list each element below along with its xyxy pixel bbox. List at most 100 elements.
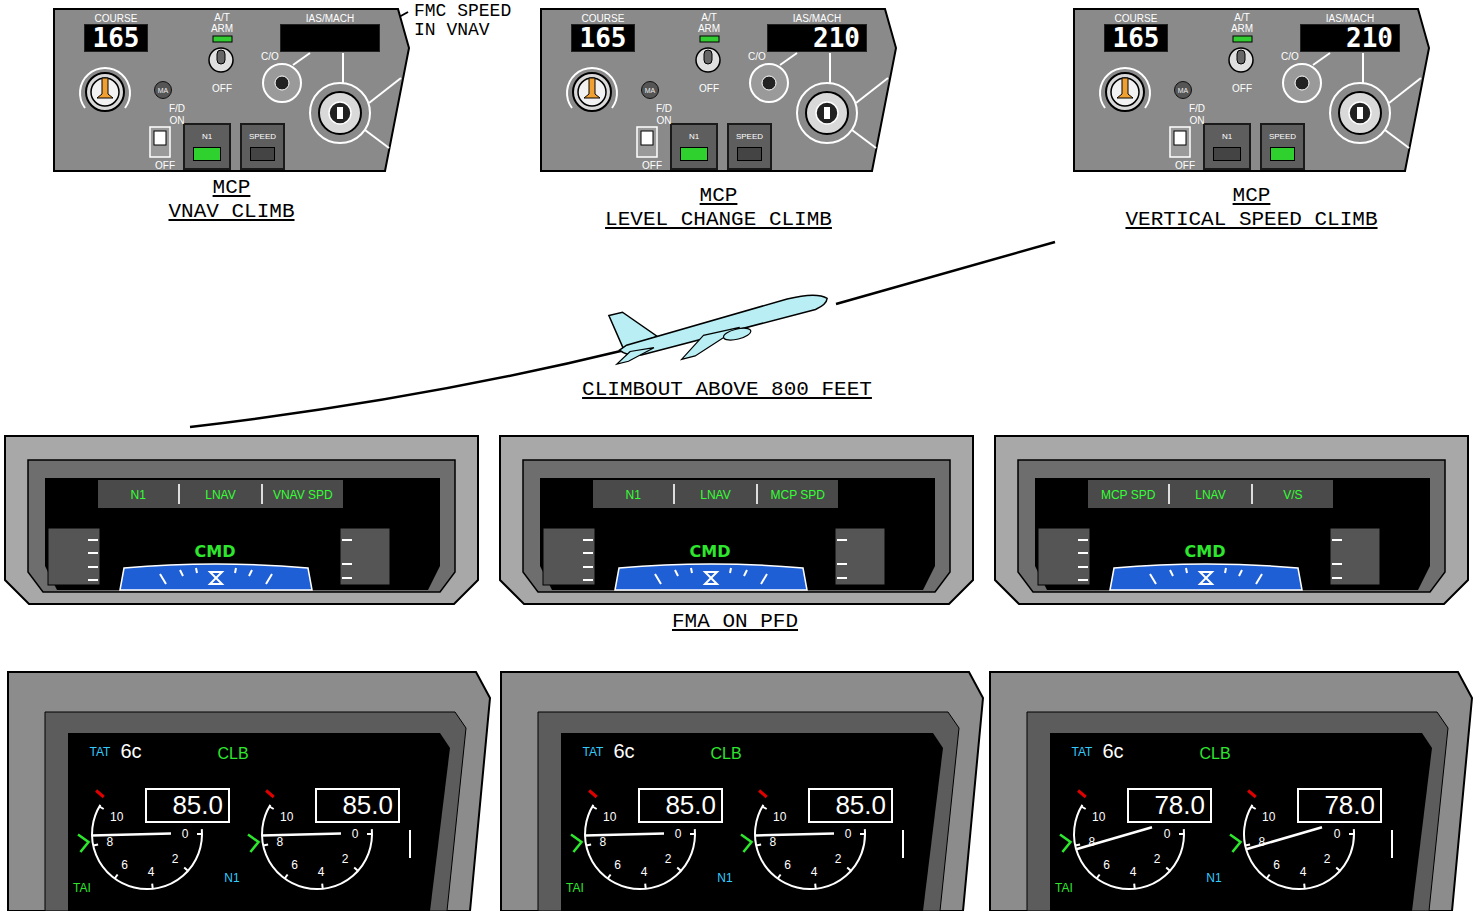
scale-number: 10 [603,810,616,824]
fma-cell: N1 [593,484,673,504]
scale-number: 2 [172,852,179,866]
gauge-tick [269,807,273,810]
button-label: N1 [689,133,699,141]
gauge-tick [1097,875,1100,879]
fma-mode: V/S [1283,485,1302,505]
gauge-tick [1251,807,1255,810]
tat-label: TAT [1072,745,1093,759]
display-value: 165 [1107,25,1166,51]
gauge-tick [644,884,647,889]
gauge-tick [677,868,681,871]
gauge-tick [586,844,591,845]
pfd-display [5,436,478,604]
mode-button: N1 [670,123,718,170]
panel-line [1313,53,1330,65]
fma-strip: MCP SPDLNAVV/S [1088,480,1333,508]
scale-number: 6 [614,858,621,872]
gauge-tick [1303,884,1306,889]
speed-knob-mark [824,107,830,119]
reference-chevron [78,835,89,853]
gauge-tick [354,868,358,871]
gauge-tick [847,868,851,871]
panel-outline [54,9,409,171]
fma-cell: LNAV [673,484,755,504]
course-pointer [1117,78,1133,98]
gauge-label: N1 [224,871,239,885]
button-label: N1 [1222,133,1232,141]
fma-mode: N1 [130,485,145,505]
fma-cell: LNAV [1168,484,1250,504]
fma-strip: N1LNAVVNAV SPD [98,480,343,508]
panel-line [829,53,831,83]
annunciator-bar [1270,147,1295,161]
scale-number: 2 [1154,852,1161,866]
button-label: N1 [202,133,212,141]
temperature-value: 6c [120,740,141,763]
toggle-lever [1237,50,1245,64]
button-label: SPEED [249,133,276,141]
reference-chevron [571,835,582,853]
panel-line [369,78,401,103]
gauge-needle [755,833,834,835]
readout-value: 85.0 [342,790,398,821]
scale-number: 6 [121,858,128,872]
gauge-tick [1267,875,1270,879]
callout-note: FMC SPEED IN VNAV [414,2,534,40]
course-knob [1106,73,1144,111]
n1-readout: 85.0 [315,788,400,823]
gauge-tick [1133,884,1136,889]
scale-number: 8 [276,835,283,849]
autopilot-status: CMD [195,542,236,561]
scale-number: 0 [675,827,682,841]
panel-line [293,53,310,65]
scale-number: 4 [641,865,648,879]
changeover-center [762,76,776,90]
autopilot-status: CMD [690,542,731,561]
mode-button: N1 [183,123,231,170]
redline-mark [759,791,767,798]
readout-value: 78.0 [1324,790,1380,821]
gauge-tick [592,807,596,810]
mcp-panel-art [541,9,896,171]
eicas-display [990,672,1472,911]
changeover-button [1283,64,1321,102]
climb-path [836,242,1055,304]
gauge-tick [263,844,268,845]
tai-label: TAI [1055,881,1073,895]
readout-value: 85.0 [665,790,721,821]
mcp-panel: MCPVNAV CLIMBCOURSE165MAIAS/MACHN1SPEED [53,8,410,172]
mcp-panel-art [1074,9,1429,171]
pfd-display [500,436,973,604]
display-label: IAS/MACH [306,13,354,25]
scale-number: 2 [665,852,672,866]
changeover-button [263,64,301,102]
gauge-needle [262,833,341,835]
fma-cell: N1 [98,484,178,504]
gauge-tick [860,833,865,835]
scale-number: 6 [291,858,298,872]
scale-number: 10 [1092,810,1105,824]
gauge-tick [93,844,98,845]
panel-line [780,53,797,65]
reference-chevron [1060,835,1071,853]
speed-knob-mark [337,107,343,119]
panel-line [1362,53,1364,83]
panel-caption: VERTICAL SPEED CLIMB [1073,208,1430,232]
n1-readout: 85.0 [808,788,893,823]
fd-switch [637,127,657,157]
panel-line [1385,130,1409,148]
fd-lever [1174,131,1186,145]
annunciator-bar [1213,147,1241,161]
airplane [605,263,833,374]
mode-button: N1 [1203,123,1251,170]
eicas-display [8,672,490,911]
course-pointer [97,78,113,98]
redline-mark [1078,791,1086,798]
mcp-panel: MCPVERTICAL SPEED CLIMBCOURSE165MAIAS/MA… [1073,8,1430,172]
gauge-label: N1 [717,871,732,885]
toggle-lever [217,50,225,64]
fd-switch [150,127,170,157]
fma-mode: VNAV SPD [273,485,333,505]
scale-number: 0 [182,827,189,841]
gauge-tick [1081,807,1085,810]
